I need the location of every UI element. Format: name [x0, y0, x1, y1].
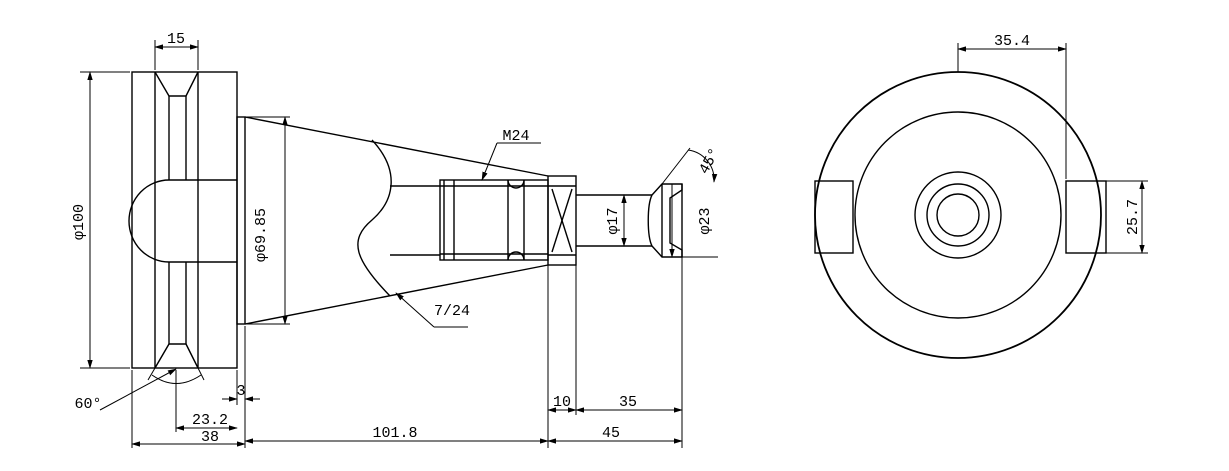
dim-flange-width: 15	[167, 31, 185, 48]
taper-circle	[854, 111, 1062, 319]
collar	[547, 175, 577, 266]
dim-stud-diameter: φ17	[605, 207, 622, 234]
label-thread: M24	[502, 128, 529, 145]
end-view	[814, 71, 1107, 359]
key-left	[814, 180, 854, 254]
dim-key-offset: 35.4	[994, 33, 1030, 50]
dim-flange-offset: 3	[236, 383, 245, 400]
dim-retention-length: 45	[602, 425, 620, 442]
dim-key-width: 25.7	[1125, 199, 1142, 235]
side-view	[128, 71, 683, 369]
end-dimensions: 35.4 25.7	[957, 33, 1148, 254]
dim-flange-length: 38	[201, 429, 219, 446]
dim-gauge-distance: 23.2	[192, 412, 228, 429]
key-right	[1065, 180, 1107, 254]
label-taper-ratio: 7/24	[434, 303, 470, 320]
thread-section	[439, 179, 549, 261]
dim-chamfer-angle: 45°	[696, 145, 724, 177]
thread-outer-circle	[914, 171, 1002, 259]
dim-head-diameter: φ23	[697, 207, 714, 234]
dim-stud-length: 35	[619, 394, 637, 411]
dim-groove-angle: 60°	[74, 396, 101, 413]
outer-circle	[814, 71, 1102, 359]
flange-body	[128, 71, 238, 369]
bore-circle	[936, 193, 980, 237]
taper-shank	[244, 116, 549, 325]
dim-taper-length: 101.8	[372, 425, 417, 442]
retention-stud	[576, 183, 683, 258]
dim-flange-diameter: φ100	[71, 204, 88, 240]
thread-inner-circle	[926, 183, 990, 247]
flange-step	[236, 116, 246, 325]
dim-collar-length: 10	[553, 394, 571, 411]
dim-taper-diameter: φ69.85	[253, 208, 270, 262]
side-dimensions: 15 φ100 φ69.85 M24 7/24 φ17 φ23 45°	[71, 31, 724, 448]
